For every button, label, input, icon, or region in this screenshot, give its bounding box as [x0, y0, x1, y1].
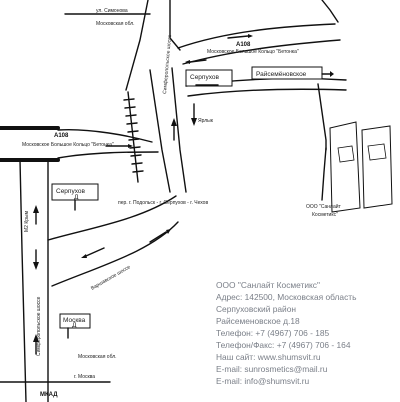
road-mbk-left-b: [57, 151, 159, 159]
road-moskovskaya-bottom-label: Московская обл.: [78, 354, 117, 360]
direction-label: Ярлык: [198, 118, 214, 124]
contact-address-2: Серпуховский район: [216, 304, 296, 314]
contact-site: Наш сайт: www.shumsvit.ru: [216, 352, 321, 362]
road-simf-bottom-label: Симферопольское шоссе: [36, 296, 42, 356]
arrow-varsh-up-head: [166, 229, 171, 234]
contact-address-3: Райсеменовское д.18: [216, 316, 300, 326]
road-mbk-left-code: А108: [54, 133, 69, 139]
road-top-left-a: [125, 0, 149, 91]
contact-block: ООО "Санлайт Косметикс" Адрес: 142500, М…: [216, 280, 357, 386]
arrow-mbk-left-head: [128, 144, 133, 148]
contact-email-sales: E-mail: sunrosmetics@mail.ru: [216, 364, 328, 374]
road-mbk-left-a: [57, 128, 153, 143]
arrow-m2-up: [33, 205, 39, 213]
contact-phone-fax: Телефон/Факс: +7 (4967) 706 - 164: [216, 340, 351, 350]
sign-serpukhov-top-label: Серпухов: [190, 74, 219, 81]
sign-raisem-box: [251, 66, 323, 80]
sign-raisem-label: Райсемёновское: [256, 70, 307, 78]
road-simf-top-label: Симферопольское шоссе: [162, 34, 173, 94]
company-label-line2: Косметикс": [312, 212, 338, 218]
road-simf-left: [149, 69, 171, 193]
arrow-mbk-top-1-head: [248, 34, 253, 38]
sign-left-1-sub: Д: [74, 194, 79, 201]
road-mbk-left-label: Московское Большое Кольцо "Бетонка": [22, 142, 114, 148]
road-varsh-top: [47, 195, 177, 241]
company-buildings: [329, 121, 393, 213]
arrow-varsh-up: [149, 231, 167, 243]
road-simonov-label: ул. Симонова: [96, 8, 128, 14]
road-mbk-top-code: А108: [236, 42, 251, 48]
road-right-vert-b: [321, 147, 327, 201]
road-mbk-top-label: Московское Большое Кольцо "Бетонка": [207, 49, 299, 55]
arrow-varsh-down-head: [81, 254, 87, 258]
sign-bottom-box: [59, 313, 91, 329]
sign-serpukhov-top-box: [185, 69, 233, 87]
arrow-m2-up-2: [33, 334, 39, 342]
contact-email-info: E-mail: info@shumsvit.ru: [216, 376, 310, 386]
road-mbk-top-b: [182, 39, 341, 65]
arrow-simf-down: [191, 118, 197, 126]
contact-phone: Телефон: +7 (4967) 706 - 185: [216, 328, 330, 338]
sign-raisem-arrow: [330, 71, 334, 77]
company-label-line1: ООО "Санлайт: [306, 203, 342, 210]
arrow-mbk-top-2-head: [185, 60, 190, 64]
road-simf-right: [171, 67, 187, 193]
road-right-vert: [317, 83, 327, 151]
sign-bottom-label: Москва: [63, 317, 86, 324]
road-moskva-bottom-label: г. Москва: [74, 374, 95, 380]
arrow-m2-down: [33, 262, 39, 270]
road-moskovskaya-top-label: Московская обл.: [96, 21, 135, 27]
road-serpukhov-cross-label: пер. г. Подольск - г. Серпухов - г. Чехо…: [118, 200, 208, 206]
contact-address-1: Адрес: 142500, Московская область: [216, 292, 357, 302]
road-mkad-bottom-label: МКАД: [40, 392, 58, 398]
rail-ties: [123, 98, 144, 173]
road-mbk-top-a: [177, 23, 336, 49]
road-m2-left: [19, 159, 27, 402]
arrow-mbk-top-1: [227, 35, 249, 39]
sign-left-1-label: Серпухов: [56, 188, 85, 195]
contact-company: ООО "Санлайт Косметикс": [216, 280, 320, 290]
road-right-top: [321, 0, 339, 23]
road-mkad-route-label: М2 Крым: [24, 210, 30, 232]
arrow-varsh-down: [85, 247, 105, 257]
arrow-mbk-top-2: [189, 59, 207, 63]
sign-bottom-sub: Д: [72, 322, 77, 329]
road-raisem-b: [187, 88, 347, 97]
road-top-left-b: [169, 0, 181, 51]
arrow-simf-up: [171, 118, 177, 126]
